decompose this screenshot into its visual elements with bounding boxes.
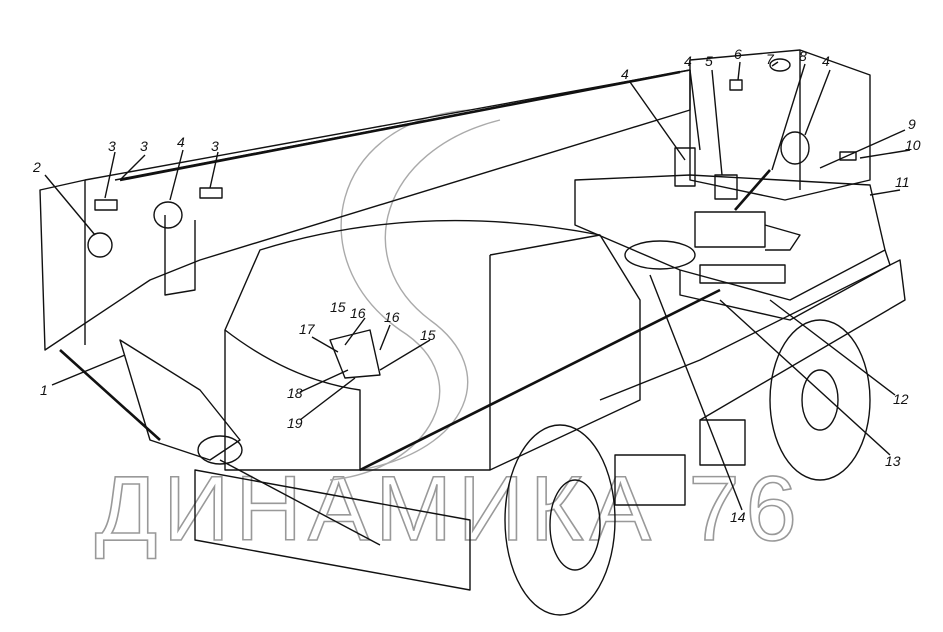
crane-boom — [39, 69, 691, 351]
callout-5: 5 — [705, 53, 713, 69]
callout-4d: 4 — [822, 53, 830, 69]
callout-15b: 15 — [420, 327, 436, 343]
callout-17: 17 — [299, 321, 316, 337]
callout-7: 7 — [766, 51, 775, 67]
callout-2: 2 — [32, 159, 41, 175]
callout-13: 13 — [885, 453, 901, 469]
callout-6: 6 — [734, 46, 742, 62]
crane-cab-and-turret — [574, 49, 891, 321]
callout-8: 8 — [799, 48, 807, 64]
callout-leaders — [44, 61, 911, 511]
callout-labels: 1 2 3 3 3 4 4 4 5 6 7 8 4 9 10 11 12 13 … — [32, 46, 921, 525]
callout-14: 14 — [730, 509, 746, 525]
callout-16a: 16 — [350, 305, 366, 321]
watermark-swirl-inner — [359, 119, 501, 471]
truck-cab — [224, 219, 721, 472]
callout-3a: 3 — [108, 138, 116, 154]
callout-1: 1 — [40, 382, 48, 398]
callout-4b: 4 — [621, 66, 629, 82]
callout-4a: 4 — [177, 134, 185, 150]
callout-3c: 3 — [211, 138, 219, 154]
watermark-swirl — [329, 109, 471, 481]
callout-16b: 16 — [384, 309, 400, 325]
callout-15a: 15 — [330, 299, 346, 315]
callout-12: 12 — [893, 391, 909, 407]
callout-4c: 4 — [684, 53, 692, 69]
watermark: ДИНАМИКА 76 — [95, 458, 803, 560]
callout-10: 10 — [905, 137, 921, 153]
truck-chassis-and-wheels — [59, 259, 906, 616]
callout-19: 19 — [287, 415, 303, 431]
callout-18: 18 — [287, 385, 303, 401]
callout-9: 9 — [908, 116, 916, 132]
callout-3b: 3 — [140, 138, 148, 154]
callout-11: 11 — [895, 174, 910, 190]
